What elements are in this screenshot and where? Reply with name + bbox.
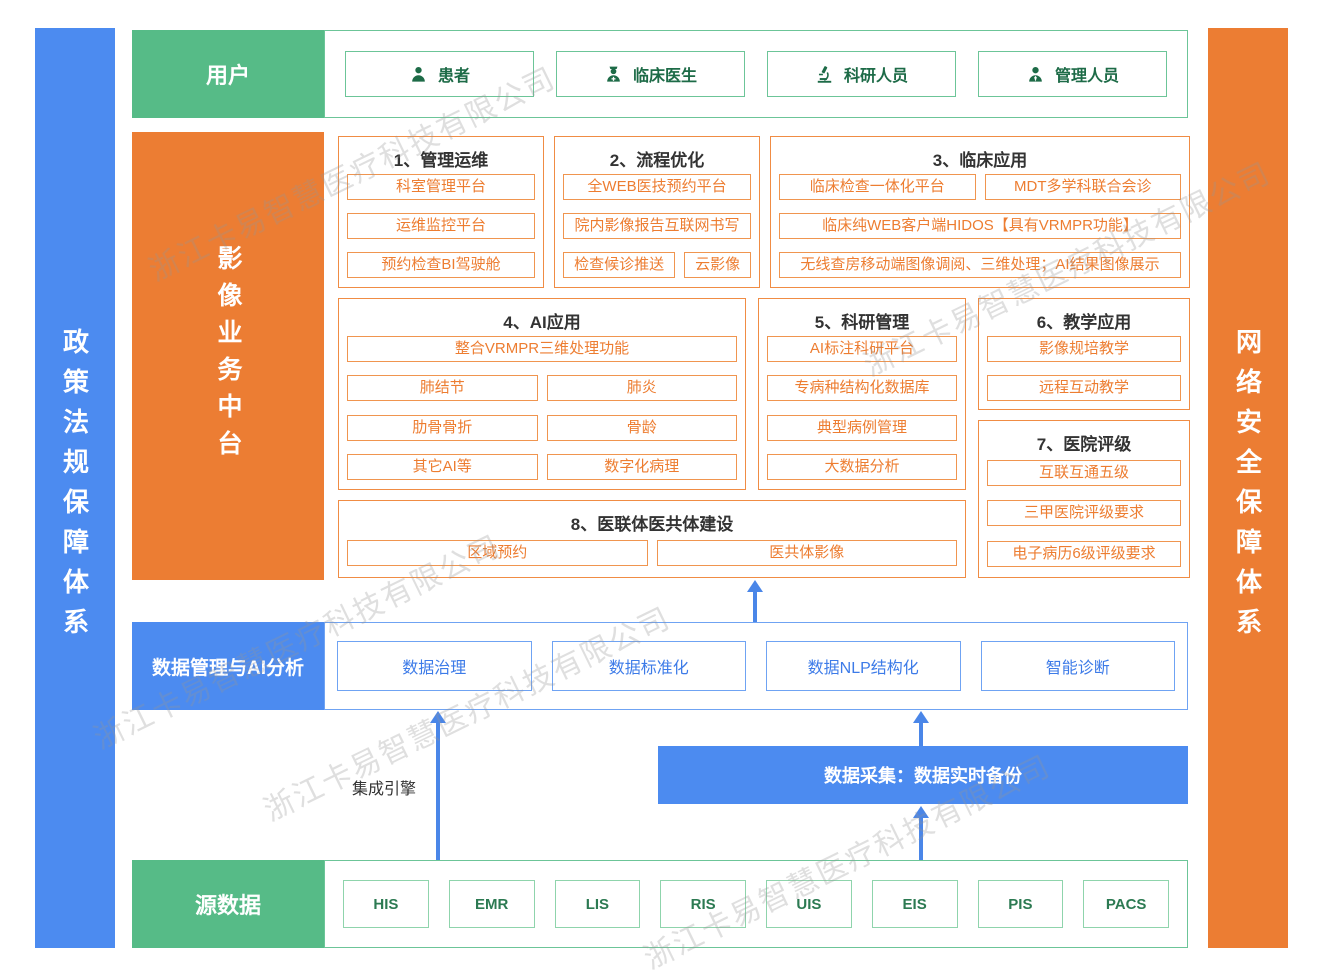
- item-box: 影像规培教学: [987, 336, 1181, 362]
- source-system-his: HIS: [343, 880, 429, 928]
- item-box: 云影像: [684, 252, 751, 278]
- data-mgmt-item: 智能诊断: [980, 641, 1175, 691]
- item-box: 区域预约: [347, 540, 648, 566]
- item-box: 大数据分析: [767, 453, 957, 480]
- item-box: 检查候诊推送: [563, 252, 676, 278]
- section-process-optimization: 2、流程优化 全WEB医技预约平台 院内影像报告互联网书写 检查候诊推送 云影像: [554, 136, 760, 288]
- item-box: 预约检查BI驾驶舱: [347, 252, 535, 278]
- section-research-management: 5、科研管理 AI标注科研平台 专病种结构化数据库 典型病例管理 大数据分析: [758, 298, 966, 490]
- arrow-line: [753, 591, 757, 622]
- item-box: 运维监控平台: [347, 213, 535, 239]
- item-box: AI标注科研平台: [767, 336, 957, 363]
- source-system-ris: RIS: [660, 880, 746, 928]
- item-box: 科室管理平台: [347, 174, 535, 200]
- section-7-title: 7、医院评级: [1036, 435, 1132, 454]
- user-patient: 患者: [345, 51, 534, 97]
- users-header: 用户: [132, 30, 324, 118]
- network-security-bar: 网络安全保障体系: [1208, 28, 1288, 948]
- patient-icon: [412, 66, 425, 82]
- doctor-icon: [607, 66, 620, 82]
- user-researcher-label: 科研人员: [843, 68, 908, 85]
- item-box: 肺结节: [347, 375, 538, 402]
- source-data-header: 源数据: [132, 860, 324, 948]
- item-box: 全WEB医技预约平台: [563, 174, 751, 200]
- user-admin: 管理人员: [978, 51, 1167, 97]
- data-mgmt-item: 数据治理: [337, 641, 532, 691]
- data-collection-bar: 数据采集：数据实时备份: [658, 746, 1188, 804]
- section-1-title: 1、管理运维: [393, 151, 489, 170]
- source-system-pacs: PACS: [1083, 880, 1169, 928]
- source-system-eis: EIS: [871, 880, 958, 928]
- item-box: 整合VRMPR三维处理功能: [347, 336, 737, 363]
- item-box: 临床检查一体化平台: [779, 174, 976, 200]
- item-box: 电子病历6级评级要求: [987, 540, 1181, 567]
- source-system-pis: PIS: [977, 880, 1064, 928]
- section-hospital-rating: 7、医院评级 互联互通五级 三甲医院评级要求 电子病历6级评级要求: [978, 420, 1190, 578]
- integration-engine-label: 集成引擎: [352, 781, 417, 798]
- section-3-title: 3、临床应用: [932, 151, 1028, 170]
- user-clinician: 临床医生: [556, 51, 745, 97]
- section-5-title: 5、科研管理: [814, 313, 910, 332]
- item-box: 肺炎: [546, 375, 737, 402]
- source-system-emr: EMR: [448, 880, 535, 928]
- section-clinical-application: 3、临床应用 临床检查一体化平台 MDT多学科联合会诊 临床纯WEB客户端HID…: [770, 136, 1190, 288]
- section-management-ops: 1、管理运维 科室管理平台 运维监控平台 预约检查BI驾驶舱: [338, 136, 544, 288]
- user-patient-label: 患者: [437, 68, 470, 85]
- item-box: 医共体影像: [656, 540, 957, 566]
- user-admin-label: 管理人员: [1054, 68, 1119, 85]
- section-2-title: 2、流程优化: [609, 151, 705, 170]
- network-security-label: 网络安全保障体系: [1232, 328, 1263, 648]
- policy-regulation-label: 政策法规保障体系: [59, 328, 90, 648]
- section-4-title: 4、AI应用: [503, 313, 581, 332]
- item-box: 肋骨骨折: [347, 414, 538, 441]
- imaging-platform-header: 影像业务中台: [132, 132, 324, 580]
- item-box: MDT多学科联合会诊: [984, 174, 1181, 200]
- data-mgmt-header: 数据管理与AI分析: [132, 622, 324, 710]
- arrow-line: [436, 722, 440, 861]
- user-clinician-label: 临床医生: [632, 68, 697, 85]
- item-box: 其它AI等: [347, 453, 538, 480]
- item-box: 远程互动教学: [987, 375, 1181, 401]
- section-medical-alliance: 8、医联体医共体建设 区域预约 医共体影像: [338, 500, 966, 578]
- arrow-up-from-collection: [913, 711, 929, 723]
- item-box: 三甲医院评级要求: [987, 500, 1181, 526]
- item-box: 互联互通五级: [987, 459, 1181, 486]
- item-box: 院内影像报告互联网书写: [563, 213, 751, 239]
- item-box: 骨龄: [546, 414, 737, 441]
- item-box: 无线查房移动端图像调阅、三维处理；AI结果图像展示: [779, 252, 1181, 278]
- user-researcher: 科研人员: [767, 51, 956, 97]
- data-mgmt-container: 数据治理 数据标准化 数据NLP结构化 智能诊断: [324, 622, 1188, 710]
- microscope-icon: [817, 65, 832, 83]
- arrow-line: [919, 817, 923, 861]
- arrow-up-platform: [747, 580, 763, 592]
- item-box: 典型病例管理: [767, 414, 957, 441]
- data-mgmt-item: 数据标准化: [551, 641, 746, 691]
- admin-icon: [1029, 66, 1042, 82]
- source-data-container: HIS EMR LIS RIS UIS EIS PIS PACS: [324, 860, 1188, 948]
- source-system-uis: UIS: [766, 880, 852, 928]
- item-box: 专病种结构化数据库: [767, 375, 957, 402]
- source-system-lis: LIS: [554, 880, 641, 928]
- arrow-up-integration: [430, 711, 446, 723]
- arrow-line: [919, 722, 923, 746]
- policy-regulation-bar: 政策法规保障体系: [35, 28, 115, 948]
- item-box: 数字化病理: [546, 453, 737, 480]
- data-mgmt-item: 数据NLP结构化: [766, 641, 961, 691]
- section-8-title: 8、医联体医共体建设: [570, 515, 734, 534]
- users-container: 患者 临床医生 科研人员 管理人员: [324, 30, 1188, 118]
- arrow-up-to-collection: [913, 806, 929, 818]
- section-6-title: 6、教学应用: [1036, 313, 1132, 332]
- section-teaching-application: 6、教学应用 影像规培教学 远程互动教学: [978, 298, 1190, 410]
- section-ai-application: 4、AI应用 整合VRMPR三维处理功能 肺结节 肺炎 肋骨骨折 骨龄 其它AI…: [338, 298, 746, 490]
- item-box: 临床纯WEB客户端HIDOS【具有VRMPR功能】: [779, 213, 1181, 239]
